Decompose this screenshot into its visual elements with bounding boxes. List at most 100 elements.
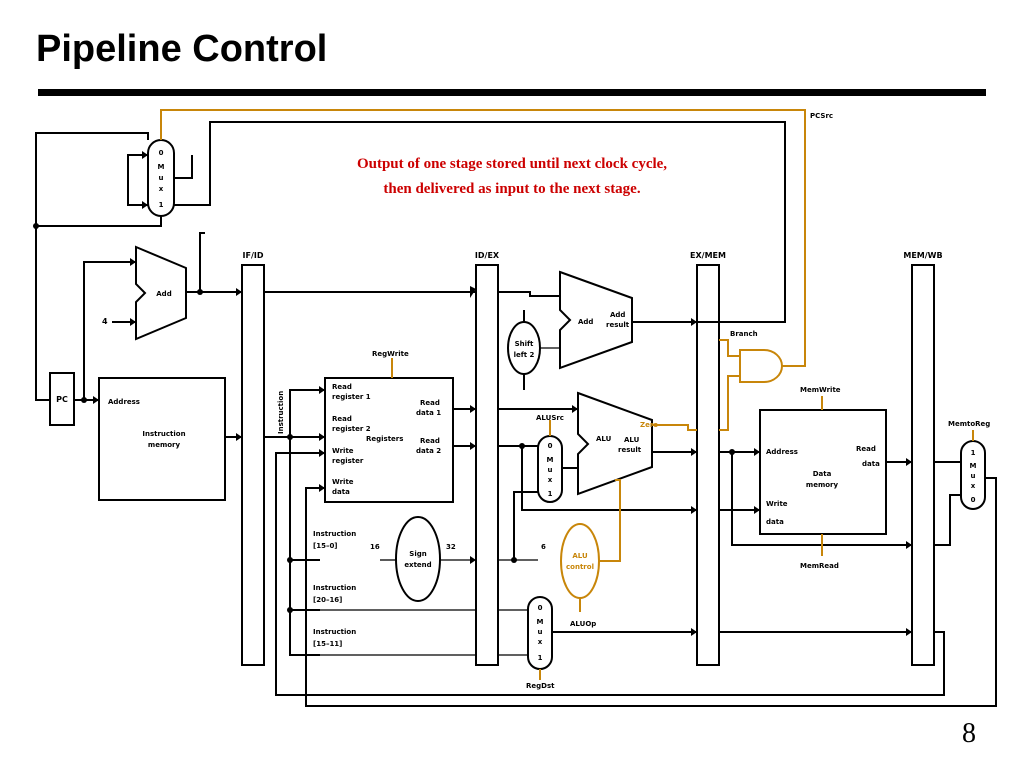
rf-read-reg2-b: register 2	[332, 425, 371, 433]
if-id-register	[241, 264, 265, 666]
pcsrc-mux-in0: 0	[159, 149, 164, 157]
dmem-read-a: Read	[856, 445, 876, 453]
instruction-vertical-label: Instruction	[277, 391, 285, 434]
alu-control-b: control	[566, 563, 594, 571]
regdst-mux-in1: 1	[538, 654, 543, 662]
alusrc-label: ALUSrc	[536, 414, 564, 422]
id-ex-register	[475, 264, 499, 666]
memread-label: MemRead	[800, 562, 839, 570]
alu-result-b: result	[618, 446, 642, 454]
sign-extend	[395, 516, 441, 602]
alu-label: ALU	[596, 435, 612, 443]
regdst-mux-in0: 0	[538, 604, 543, 612]
rf-read-data2-a: Read	[420, 437, 440, 445]
shift-left-2	[507, 321, 541, 375]
branch-adder-add: Add	[578, 318, 593, 326]
arrowheads	[93, 151, 912, 636]
junction-dots	[33, 223, 735, 613]
dmem-name-1: Data	[813, 470, 832, 478]
dmem-write-a: Write	[766, 500, 788, 508]
pcsrc-mux-in1: 1	[159, 201, 164, 209]
alu-zero-label: Zero	[640, 421, 658, 429]
branch-adder	[559, 270, 633, 370]
field-1-a: Instruction	[313, 530, 356, 538]
alusrc-mux-u: u	[548, 466, 553, 474]
dmem-read-b: data	[862, 460, 880, 468]
rf-name: Registers	[366, 435, 403, 443]
memtoreg-label: MemtoReg	[948, 420, 990, 428]
dmem-write-b: data	[766, 518, 784, 526]
shift-left-b: left 2	[514, 351, 535, 359]
pc-adder	[135, 245, 187, 341]
pc-adder-label: Add	[156, 290, 171, 298]
dmem-address-label: Address	[766, 448, 798, 456]
branch-and-gate	[739, 349, 783, 383]
rf-write-data-b: data	[332, 488, 350, 496]
if-id-label: IF/ID	[243, 251, 264, 260]
wb-mux-m: M	[970, 462, 977, 470]
rf-read-reg2-a: Read	[332, 415, 352, 423]
alu-control	[560, 523, 600, 599]
imem-name-1: Instruction	[142, 430, 185, 438]
wb-mux-x: x	[971, 482, 976, 490]
id-ex-label: ID/EX	[475, 251, 500, 260]
branch-adder-add-2: Add	[610, 311, 625, 319]
alusrc-mux-m: M	[547, 456, 554, 464]
rf-read-reg1-b: register 1	[332, 393, 371, 401]
rf-write-reg-b: register	[332, 457, 364, 465]
shift-left-a: Shift	[515, 340, 534, 348]
alu-control-width: 6	[541, 543, 546, 551]
pcsrc-mux-u: u	[159, 174, 164, 182]
data-memory	[759, 409, 887, 535]
aluop-label: ALUOp	[570, 620, 596, 628]
regdst-label: RegDst	[526, 682, 555, 690]
control-wires	[160, 109, 974, 680]
field-1-b: [15–0]	[313, 542, 338, 550]
rf-read-data1-a: Read	[420, 399, 440, 407]
width-16-label: 16	[370, 543, 380, 551]
annotation-line-1: Output of one stage stored until next cl…	[357, 156, 667, 172]
imem-address-label: Address	[108, 398, 140, 406]
pcsrc-mux-m: M	[158, 163, 165, 171]
alu	[577, 391, 653, 496]
memwrite-label: MemWrite	[800, 386, 841, 394]
wb-mux-u: u	[971, 472, 976, 480]
sign-extend-b: extend	[404, 561, 431, 569]
regdst-mux-x: x	[538, 638, 543, 646]
rf-write-data-a: Write	[332, 478, 354, 486]
regdst-mux-m: M	[537, 618, 544, 626]
pcsrc-label: PCSrc	[810, 112, 833, 120]
alusrc-mux-x: x	[548, 476, 553, 484]
pc-adder-four: 4	[102, 317, 108, 326]
field-2-b: [20–16]	[313, 596, 342, 604]
field-2-a: Instruction	[313, 584, 356, 592]
width-32-label: 32	[446, 543, 456, 551]
mem-wb-label: MEM/WB	[903, 251, 942, 260]
field-3-b: [15–11]	[313, 640, 342, 648]
page-number: 8	[962, 718, 976, 749]
wb-mux-in1: 1	[971, 449, 976, 457]
imem-name-2: memory	[148, 441, 181, 449]
register-file	[324, 377, 454, 503]
alusrc-mux-in0: 0	[548, 442, 553, 450]
regdst-mux-u: u	[538, 628, 543, 636]
alusrc-mux-in1: 1	[548, 490, 553, 498]
annotation-line-2: then delivered as input to the next stag…	[383, 181, 640, 197]
pcsrc-mux-x: x	[159, 185, 164, 193]
alu-control-a: ALU	[572, 552, 588, 560]
wb-mux-in0: 0	[971, 496, 976, 504]
title-rule	[38, 89, 986, 96]
regwrite-label: RegWrite	[372, 350, 409, 358]
rf-write-reg-a: Write	[332, 447, 354, 455]
dmem-name-2: memory	[806, 481, 839, 489]
rf-read-data2-b: data 2	[416, 447, 441, 455]
ex-mem-register	[696, 264, 720, 666]
pc-label: PC	[56, 395, 68, 404]
branch-label: Branch	[730, 330, 758, 338]
ex-mem-label: EX/MEM	[690, 251, 726, 260]
rf-read-reg1-a: Read	[332, 383, 352, 391]
sign-extend-a: Sign	[409, 550, 426, 558]
mem-wb-register	[911, 264, 935, 666]
slide-title: Pipeline Control	[36, 28, 328, 70]
